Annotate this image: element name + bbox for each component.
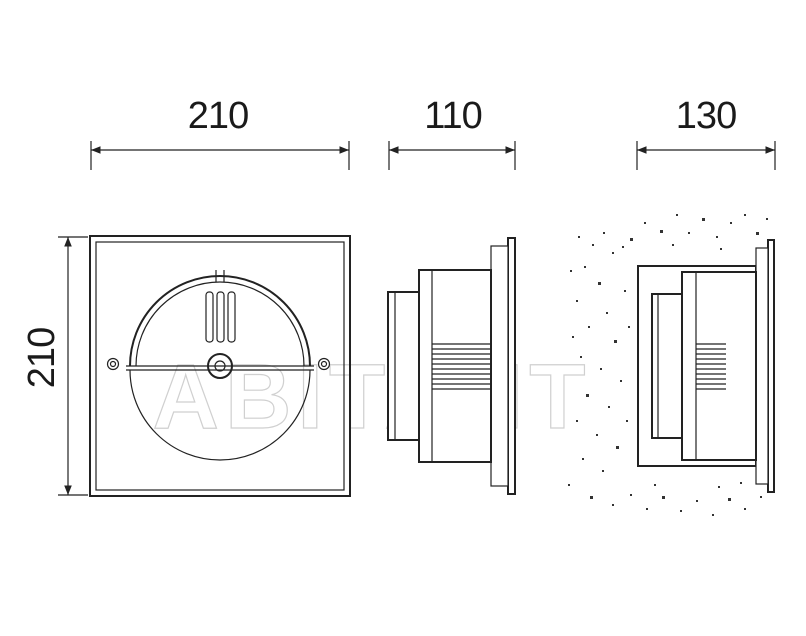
side-fins [432, 343, 491, 390]
screw-left-icon [106, 357, 120, 371]
dim-line-side-depth [388, 141, 516, 170]
installed-body [681, 271, 757, 461]
installed-flange [767, 239, 775, 493]
front-plate-inner [95, 241, 345, 491]
dim-label-height: 210 [21, 328, 63, 388]
dim-label-front-width: 210 [188, 95, 248, 137]
vent-slots [205, 291, 236, 343]
center-knob-icon [207, 353, 233, 379]
louvre-cover-arc [129, 275, 311, 367]
dim-label-installed-depth: 130 [676, 95, 736, 137]
side-rear-cap [387, 291, 420, 441]
front-plate-outer [89, 235, 351, 497]
dim-line-installed-depth [636, 141, 776, 170]
side-view [387, 237, 516, 495]
dim-label-side-depth: 110 [424, 95, 482, 137]
lamp-body-arc [129, 369, 311, 461]
dim-line-front-width [90, 141, 350, 170]
front-view [89, 235, 351, 497]
wall-texture [568, 214, 768, 516]
installed-rear-cap [651, 293, 683, 439]
side-flange [507, 237, 516, 495]
installed-view [568, 214, 775, 516]
installed-fins [696, 343, 726, 390]
screw-right-icon [317, 357, 331, 371]
side-body [418, 269, 492, 463]
dim-line-height [58, 236, 88, 496]
